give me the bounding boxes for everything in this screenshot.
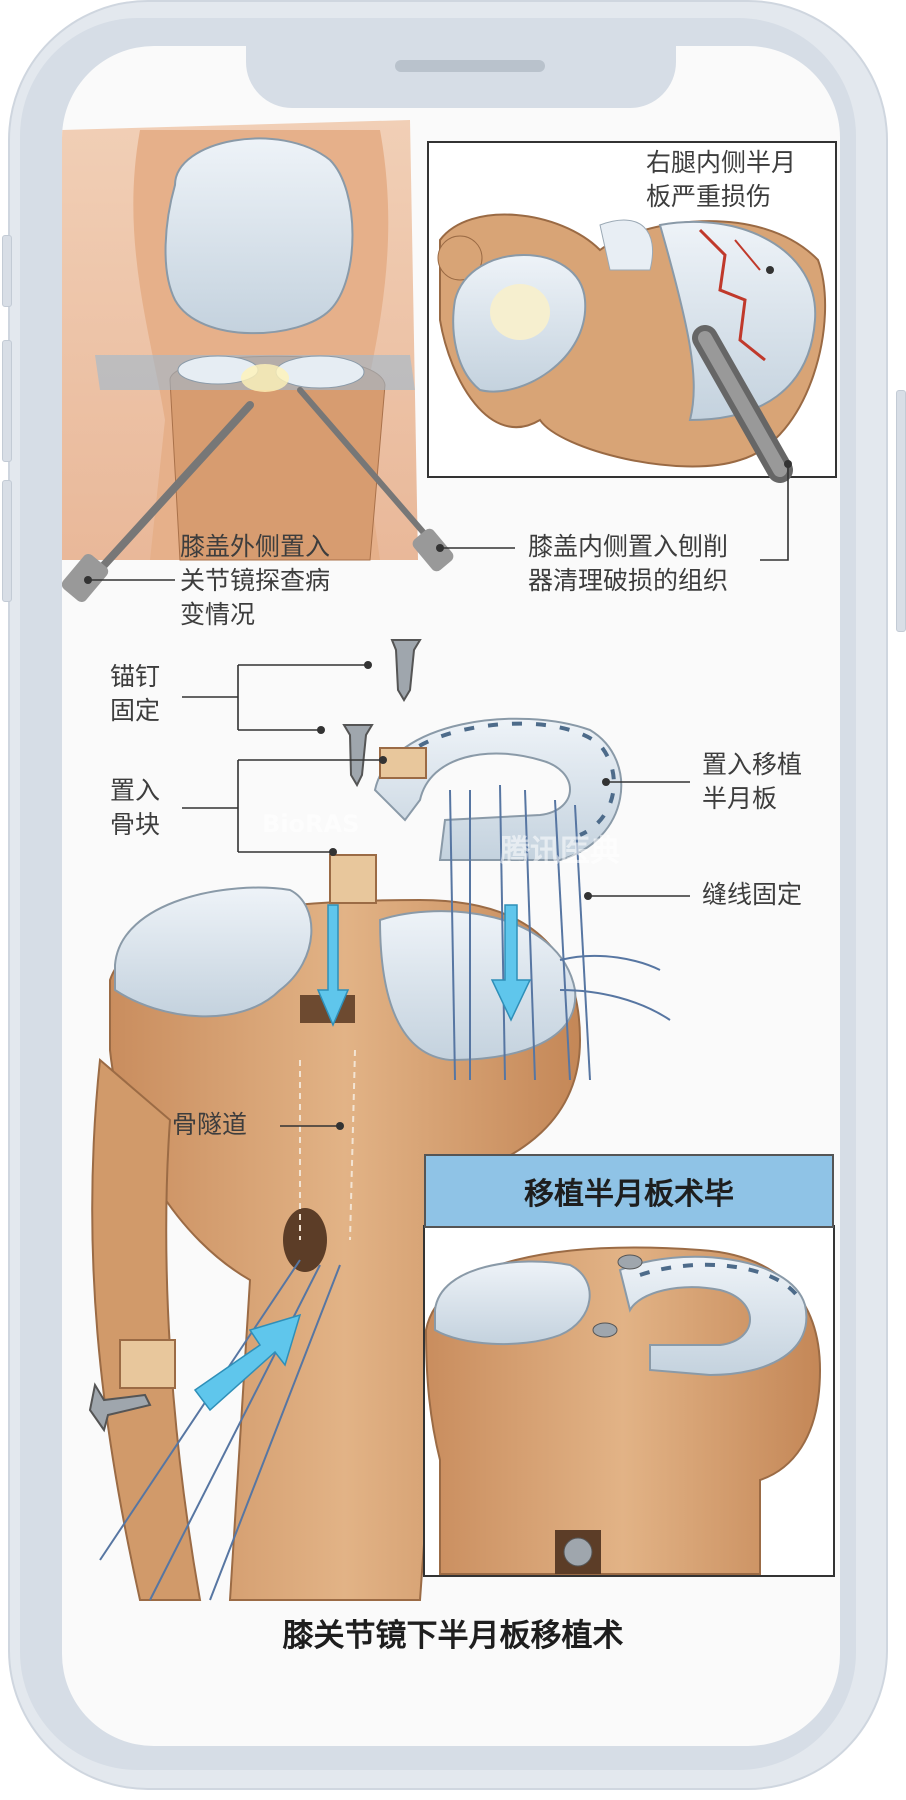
figure-caption: 膝关节镜下半月板移植术 (282, 1618, 624, 1654)
phone-speaker (395, 60, 545, 72)
graft-meniscus (373, 717, 623, 861)
leader-dots (84, 544, 610, 1130)
label-anchor-screw: 锚钉 固定 (110, 662, 161, 725)
bone-blocks (119, 747, 427, 1389)
side-button-left-1 (2, 235, 12, 307)
inset-damage-illustration (437, 213, 827, 483)
inset-title: 移植半月板术毕 (424, 1154, 834, 1228)
leader-lines (88, 466, 789, 1127)
label-medial-shaver: 膝盖内侧置入刨削 器清理破损的组织 (528, 532, 729, 595)
anchor-screws (88, 639, 422, 1433)
watermark-right: 腾讯医典 (500, 834, 620, 869)
label-inset-damage: 右腿内侧半月 板严重损伤 (646, 148, 797, 211)
label-bone-block: 置入 骨块 (110, 776, 161, 839)
direction-arrows (193, 904, 532, 1412)
label-bone-tunnel: 骨隧道 (172, 1110, 248, 1139)
tibia-illustration (91, 886, 582, 1601)
top-knee-view (62, 120, 454, 603)
label-lateral-scope: 膝盖外侧置入 关节镜探查病 变情况 (180, 532, 331, 629)
side-button-left-3 (2, 480, 12, 602)
phone-notch (246, 46, 676, 108)
label-suture: 缝线固定 (702, 880, 803, 909)
inset-result-illustration (424, 1246, 822, 1575)
label-graft: 置入移植 半月板 (702, 750, 803, 813)
side-button-left-2 (2, 340, 12, 462)
watermark-left: BioRAS (262, 810, 360, 838)
